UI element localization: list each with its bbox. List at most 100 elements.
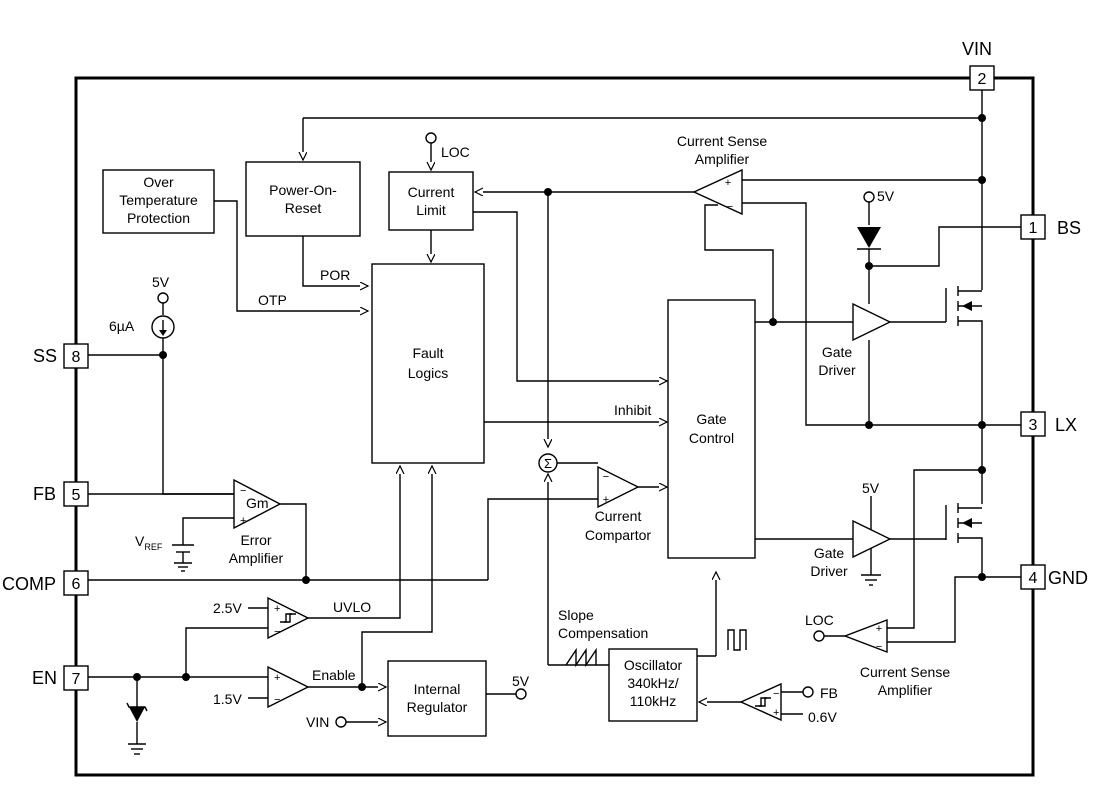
current-limit-block: Current Limit — [388, 171, 474, 231]
high-side-mosfet — [890, 286, 983, 425]
gate-control-block: Gate Control — [667, 299, 756, 559]
gate-driver-top — [852, 302, 986, 429]
current-comparator-label-1: Current — [595, 508, 642, 524]
pin-comp: COMP 6 — [2, 570, 89, 596]
loc-top-label: LOC — [441, 144, 470, 160]
pin-gnd-name: GND — [1048, 568, 1088, 588]
svg-text:+: + — [876, 623, 882, 635]
svg-text:−: − — [274, 694, 280, 706]
svg-text:Logics: Logics — [408, 365, 448, 381]
slope-comp-label-2: Compensation — [558, 625, 648, 641]
pin-bs: 1 BS — [1020, 214, 1081, 240]
error-amp-label-1: Error — [240, 532, 271, 548]
svg-text:Current: Current — [408, 184, 455, 200]
current-comparator-label-2: Compartor — [585, 527, 651, 543]
pin-lx-name: LX — [1055, 415, 1077, 435]
svg-text:110kHz: 110kHz — [630, 693, 676, 709]
pin-fb: FB 5 — [33, 481, 89, 507]
svg-text:Protection: Protection — [127, 210, 190, 226]
uvlo-ref-label: 2.5V — [213, 600, 242, 616]
error-amp-label-2: Amplifier — [229, 550, 284, 566]
gm-label: Gm — [246, 495, 269, 511]
error-amplifier: − + — [88, 478, 307, 580]
diode-5v-label: 5V — [877, 188, 895, 204]
svg-text:−: − — [274, 626, 280, 638]
en-input-network — [88, 627, 268, 755]
current-sense-amplifier-top: + − — [692, 168, 743, 216]
uvlo-comparator: + − — [248, 466, 400, 640]
svg-text:+: + — [274, 672, 280, 684]
lx-sense-wire — [742, 202, 1021, 426]
svg-text:Fault: Fault — [412, 345, 443, 361]
summing-node: Σ — [538, 453, 598, 665]
csa-top-label-1: Current Sense — [677, 133, 767, 149]
pin-comp-number: 6 — [72, 576, 81, 593]
svg-text:+: + — [773, 707, 779, 719]
pin-vin-number: 2 — [978, 71, 987, 88]
current-limit-to-gate-wire — [473, 211, 667, 381]
vref-label: VREF — [135, 533, 163, 552]
bootstrap-diode — [857, 191, 1021, 304]
svg-text:−: − — [240, 485, 246, 497]
svg-text:−: − — [727, 201, 733, 213]
enable-comparator: + − — [248, 466, 432, 709]
pin-en: EN 7 — [32, 665, 89, 691]
csa-bottom-label-2: Amplifier — [878, 682, 933, 698]
loc-terminal-top — [425, 132, 437, 170]
pin-en-number: 7 — [72, 671, 81, 688]
svg-text:−: − — [773, 688, 779, 700]
pin-bs-number: 1 — [1029, 220, 1038, 237]
inhibit-label: Inhibit — [614, 402, 651, 418]
pin-vin: VIN 2 — [962, 39, 995, 91]
svg-text:Over: Over — [143, 174, 174, 190]
vin-rail-wires — [303, 90, 986, 290]
foldback-ref-label: 0.6V — [808, 709, 837, 725]
current-sense-amplifier-bottom: + − — [813, 618, 888, 654]
por-wire — [302, 236, 368, 286]
svg-text:Σ: Σ — [544, 456, 552, 471]
fault-logics-block: Fault Logics — [371, 263, 485, 464]
regulator-5v-label: 5V — [512, 673, 530, 689]
current-comparator: − + — [597, 465, 667, 509]
enable-ref-label: 1.5V — [213, 691, 242, 707]
pin-bs-name: BS — [1057, 218, 1081, 238]
fb-foldback-comparator: − + — [699, 682, 814, 722]
svg-text:Internal: Internal — [414, 681, 461, 697]
pin-gnd-number: 4 — [1029, 570, 1038, 587]
slope-comp-label-1: Slope — [558, 607, 594, 623]
csa-top-label-2: Amplifier — [695, 151, 750, 167]
csa-feedback-wire — [704, 204, 774, 322]
low-side-mosfet — [887, 425, 1021, 643]
pin-vin-name: VIN — [962, 39, 992, 59]
gate-driver-bottom — [852, 496, 892, 586]
gate-driver-bottom-label-1: Gate — [814, 545, 845, 561]
uvlo-label: UVLO — [333, 599, 371, 615]
svg-text:Power-On-: Power-On- — [269, 182, 337, 198]
ss-5v-label: 5V — [152, 274, 170, 290]
gate-driver-bottom-label-2: Driver — [810, 563, 848, 579]
pin-ss: SS 8 — [33, 343, 89, 369]
svg-text:−: − — [876, 641, 882, 653]
otp-block: Over Temperature Protection — [102, 169, 215, 234]
pin-en-name: EN — [32, 668, 57, 688]
svg-text:340kHz/: 340kHz/ — [627, 675, 678, 691]
svg-text:Oscillator: Oscillator — [624, 657, 683, 673]
svg-text:+: + — [240, 515, 246, 527]
otp-wire — [214, 200, 368, 311]
svg-text:Limit: Limit — [416, 202, 446, 218]
comp-wire — [88, 498, 598, 584]
svg-text:+: + — [603, 494, 609, 506]
svg-text:Temperature: Temperature — [119, 192, 198, 208]
enable-label: Enable — [312, 667, 356, 683]
pin-ss-number: 8 — [72, 349, 81, 366]
internal-regulator-block: Internal Regulator — [335, 660, 527, 737]
pin-fb-number: 5 — [72, 487, 81, 504]
svg-text:−: − — [603, 471, 609, 483]
pin-lx: 3 LX — [1020, 411, 1077, 437]
pin-ss-name: SS — [33, 346, 57, 366]
loc-bottom-label: LOC — [805, 612, 834, 628]
por-signal-label: POR — [320, 267, 350, 283]
svg-text:Gate: Gate — [696, 411, 727, 427]
por-block: Power-On- Reset — [245, 161, 361, 237]
